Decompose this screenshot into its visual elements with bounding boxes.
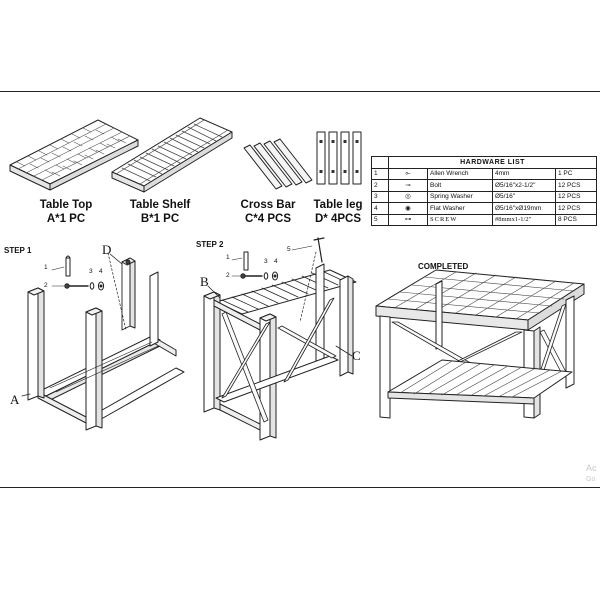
part-label-table-top: Table Top A*1 PC (18, 198, 114, 226)
hw-name: Bolt (427, 179, 493, 192)
hw-name: Allen Wrench (427, 167, 493, 180)
hw-no: 4 (371, 202, 389, 215)
callout-a: A (10, 392, 20, 407)
callout-c: C (352, 348, 361, 363)
step2-hw-num-2: 2 (226, 272, 230, 279)
table-row: 2 ⊸ Bolt Ø5/16"x2-1/2" 12 PCS (371, 179, 597, 192)
spring-washer-icon: ◎ (405, 193, 411, 201)
step1-hw-num-4: 4 (99, 268, 103, 275)
top-border-line (0, 91, 600, 92)
hw-no: 1 (371, 167, 389, 180)
bolt-icon: ⊸ (405, 181, 411, 189)
screw-icon: ⊶ (404, 216, 412, 224)
callout-b: B (200, 274, 209, 289)
watermark-text: Ac Go (586, 462, 597, 486)
allen-wrench-icon: ⟜ (405, 170, 411, 178)
flat-washer-icon: ◉ (405, 204, 411, 212)
table-row: 4 ◉ Flat Washer Ø5/16"xØ19mm 12 PCS (371, 202, 597, 215)
hw-qty: 12 PCS (555, 202, 597, 215)
hw-qty: 12 PCS (555, 190, 597, 203)
table-row: 1 ⟜ Allen Wrench 4mm 1 PC (371, 167, 597, 180)
step1-hw-num-1: 1 (44, 264, 48, 271)
step2-hw-num-4: 4 (274, 258, 278, 265)
callout-d: D (102, 242, 112, 257)
bottom-border-line (0, 487, 600, 488)
part-name: Table Shelf (129, 199, 191, 211)
hw-no: 2 (371, 179, 389, 192)
part-label-table-shelf: Table Shelf B*1 PC (112, 198, 208, 226)
hw-no: 3 (371, 190, 389, 203)
hardware-list-table: HARDWARE LIST 1 ⟜ Allen Wrench 4mm 1 PC … (371, 156, 597, 226)
hw-qty: 8 PCS (555, 213, 597, 226)
part-qty: C*4 PCS (244, 213, 292, 225)
cross-bar-illustration (243, 138, 313, 190)
step1-hw-num-2: 2 (44, 282, 48, 289)
step2-drawing (203, 237, 357, 441)
step2-hw-num-5: 5 (287, 246, 291, 253)
watermark-line-2: Go (586, 476, 596, 483)
table-shelf-illustration (111, 117, 233, 193)
part-label-table-leg: Table leg D* 4PCS (298, 198, 378, 226)
table-row: 5 ⊶ SCREW #8mmx1-1/2" 8 PCS (371, 213, 597, 226)
hw-size: Ø5/16"xØ19mm (492, 202, 556, 215)
hw-name: Spring Washer (427, 190, 493, 203)
step2-hw-num-3: 3 (264, 258, 268, 265)
hw-name: Flat Washer (427, 202, 493, 215)
watermark-line-1: Ac (586, 463, 597, 473)
part-qty: A*1 PC (46, 213, 86, 225)
step2-hw-num-1: 1 (226, 254, 230, 261)
hardware-title: HARDWARE LIST (388, 156, 597, 169)
hw-size: 4mm (492, 167, 556, 180)
part-name: Table Top (39, 199, 93, 211)
hw-name: SCREW (427, 213, 493, 226)
table-row: 3 ◎ Spring Washer Ø5/16" 12 PCS (371, 190, 597, 203)
table-top-illustration (9, 119, 139, 191)
hardware-title-row: HARDWARE LIST (371, 156, 597, 169)
hw-no: 5 (371, 213, 389, 226)
step1-label: STEP 1 (4, 246, 32, 255)
hw-size: #8mmx1-1/2" (492, 213, 556, 226)
part-label-cross-bar: Cross Bar C*4 PCS (226, 198, 310, 226)
part-name: Cross Bar (240, 199, 296, 211)
hw-qty: 12 PCS (555, 179, 597, 192)
completed-table-drawing (375, 269, 585, 419)
step1-drawing (21, 252, 185, 431)
hw-size: Ø5/16" (492, 190, 556, 203)
completed-label: COMPLETED (418, 262, 469, 271)
table-leg-illustration (316, 131, 362, 185)
part-qty: D* 4PCS (314, 213, 362, 225)
part-qty: B*1 PC (140, 213, 180, 225)
part-name: Table leg (313, 199, 363, 211)
step2-label: STEP 2 (196, 240, 224, 249)
hw-qty: 1 PC (555, 167, 597, 180)
hw-size: Ø5/16"x2-1/2" (492, 179, 556, 192)
step1-hw-num-3: 3 (89, 268, 93, 275)
